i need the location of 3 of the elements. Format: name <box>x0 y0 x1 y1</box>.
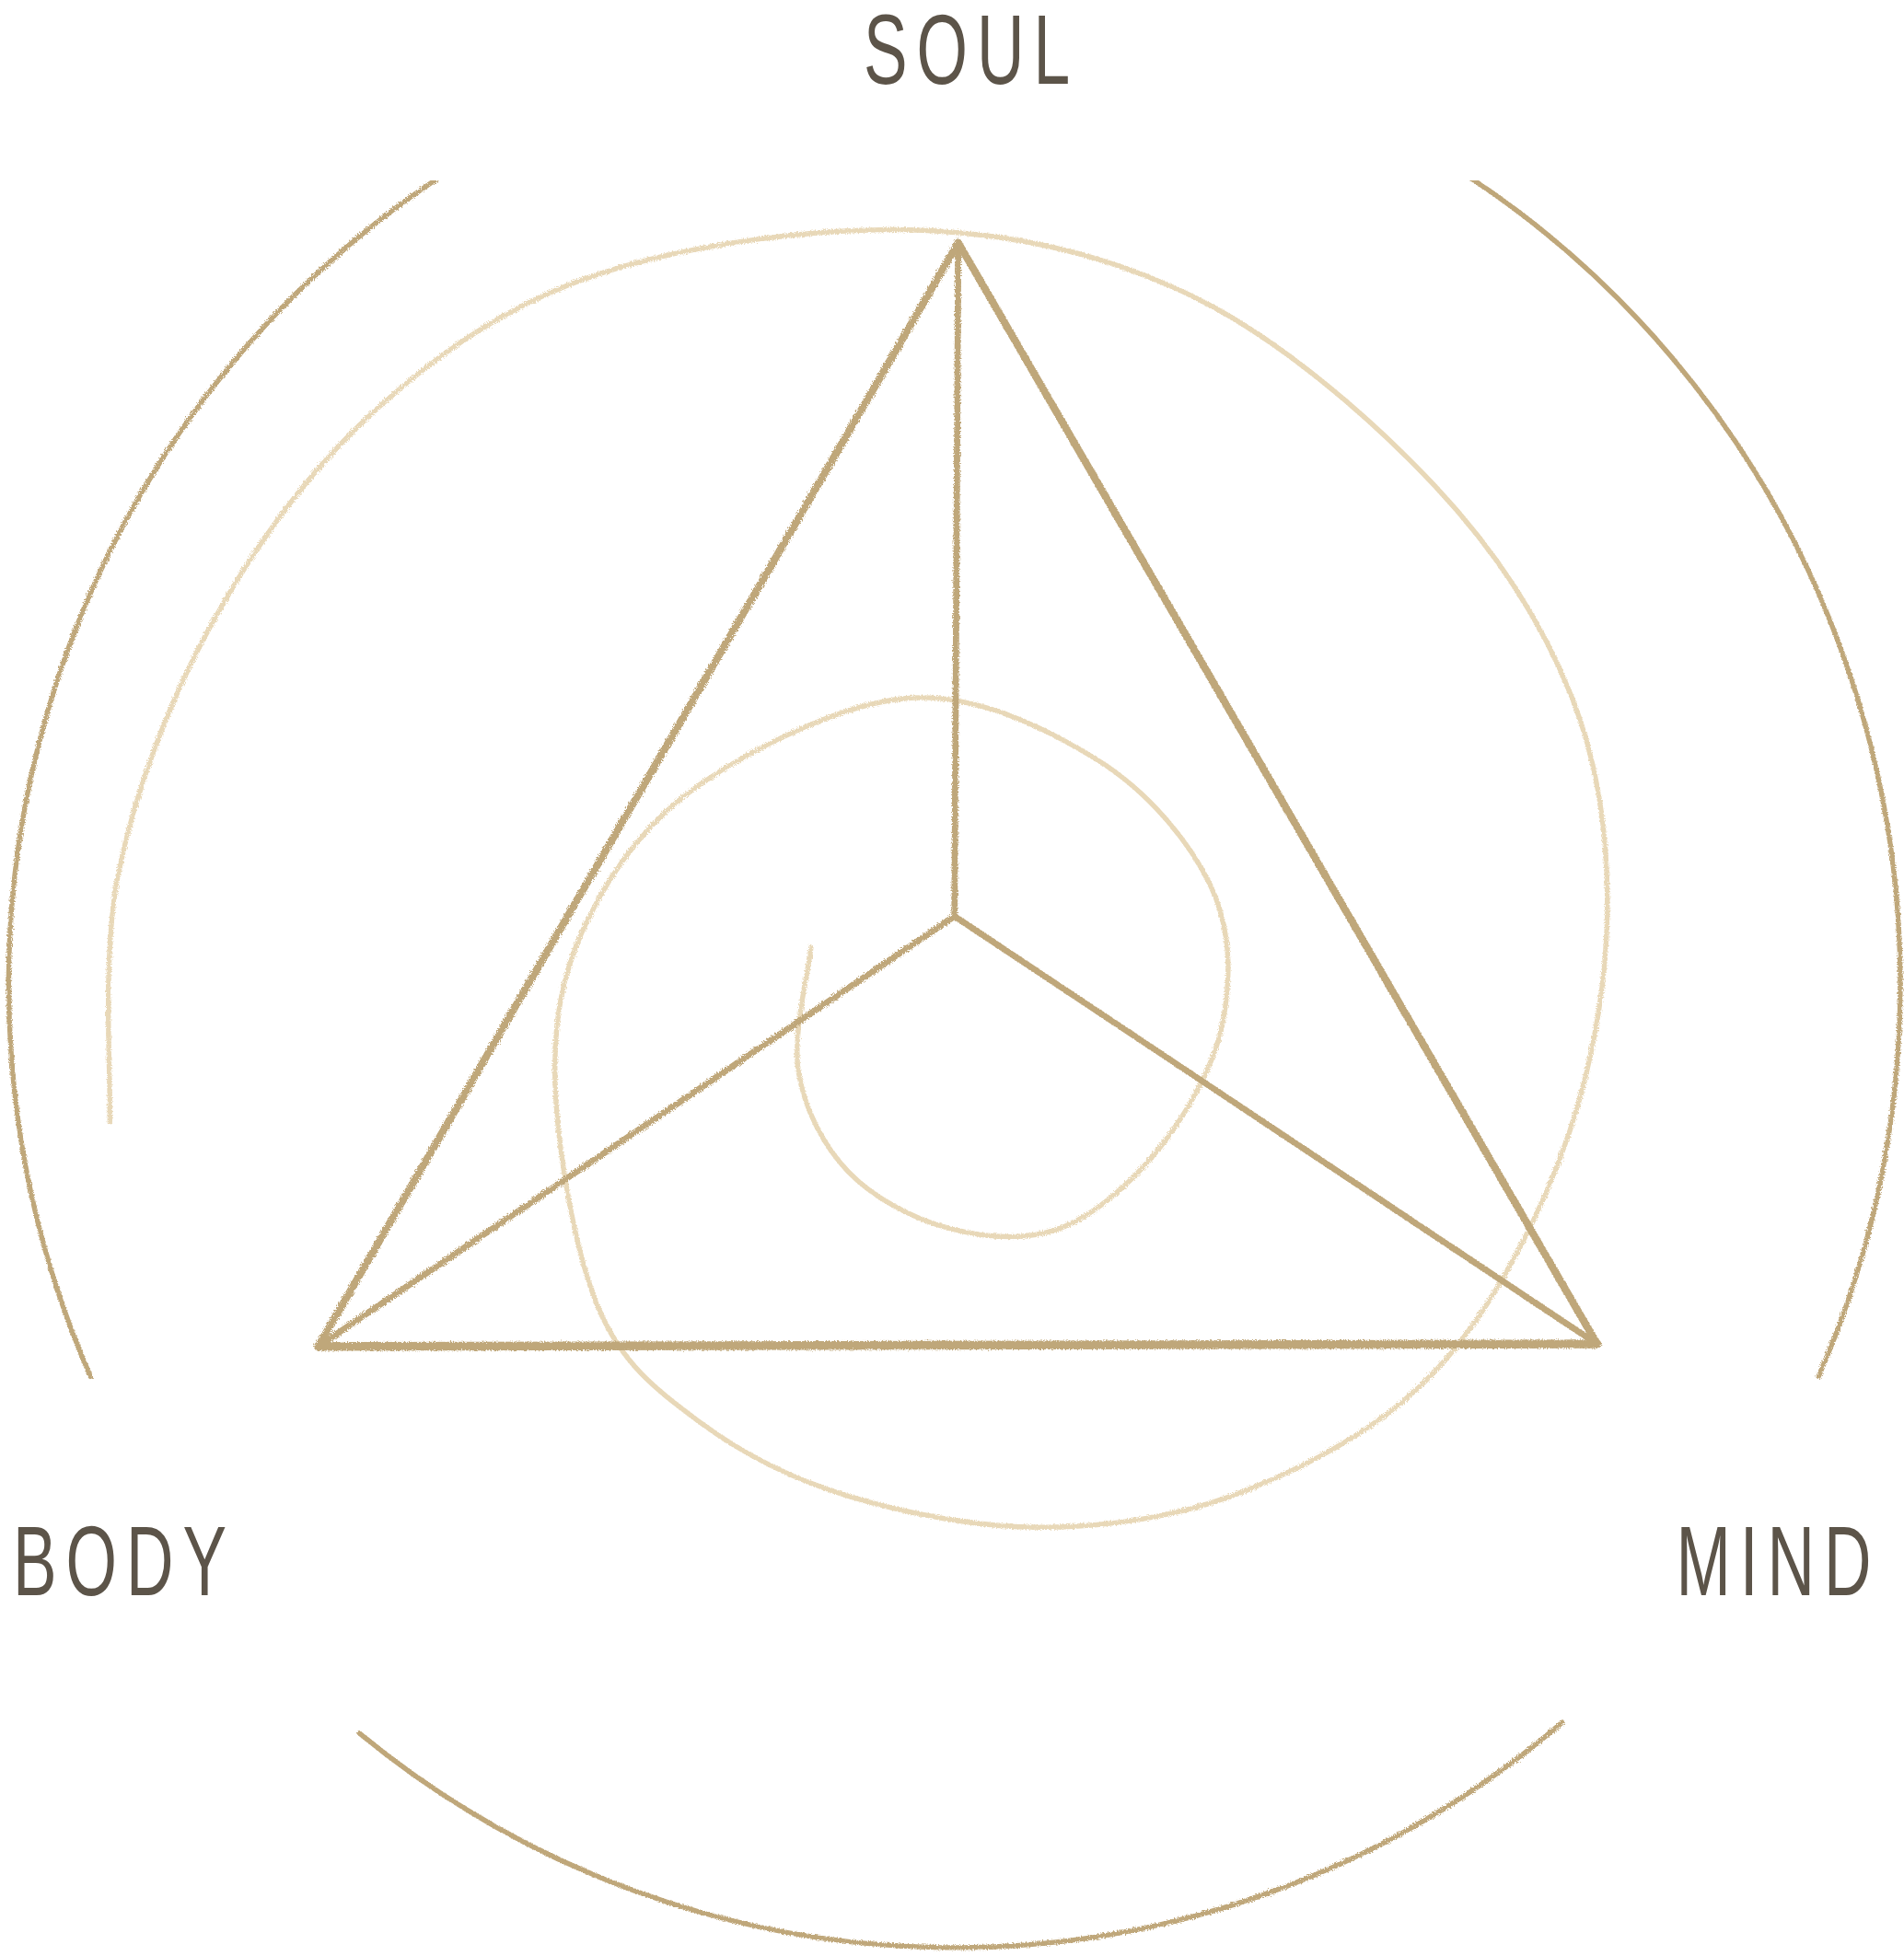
corner-label: SOUL <box>864 0 1080 99</box>
corner-label: BODY <box>13 1511 236 1611</box>
corner-label: MIND <box>1675 1511 1880 1611</box>
